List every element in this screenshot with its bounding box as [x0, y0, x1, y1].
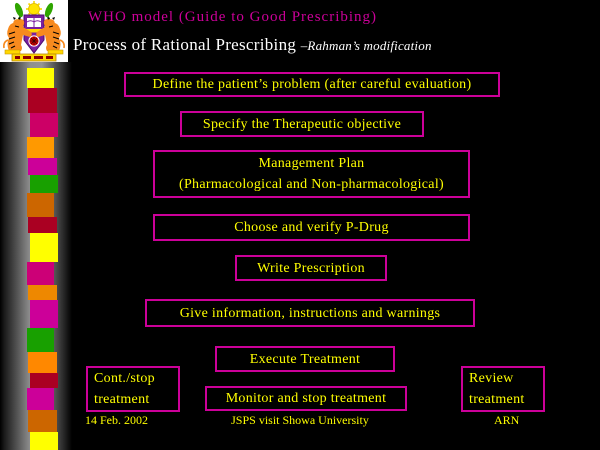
ribbon-block: [27, 328, 54, 352]
color-ribbon: [27, 68, 58, 450]
footer-venue: JSPS visit Showa University: [231, 413, 369, 427]
decorative-side-column: [0, 62, 72, 450]
ribbon-block: [30, 175, 58, 193]
outcome-box-cont-stop-treatment: Cont./stop treatment: [86, 366, 180, 412]
flow-step-write-prescription: Write Prescription: [235, 255, 387, 281]
ribbon-block: [30, 233, 58, 262]
ribbon-block: [28, 217, 57, 233]
ribbon-block: [30, 432, 58, 450]
flow-step-management-plan: Management Plan (Pharmacological and Non…: [153, 150, 470, 198]
ribbon-block: [28, 88, 57, 113]
flow-step-choose-pdrug: Choose and verify P-Drug: [153, 214, 470, 241]
subtitle-note: –Rahman’s modification: [300, 38, 432, 53]
slide-subtitle: Process of Rational Prescribing –Rahman’…: [73, 35, 432, 55]
outcome-box-review-treatment: Review treatment: [461, 366, 545, 412]
sun-icon: [26, 1, 42, 17]
slide-title: WHO model (Guide to Good Prescribing): [88, 9, 378, 25]
ribbon-block: [30, 373, 58, 388]
ribbon-block: [27, 137, 54, 158]
ribbon-block: [27, 262, 54, 285]
shield-icon: [23, 14, 45, 54]
ribbon-block: [28, 410, 57, 432]
ribbon-block: [30, 300, 58, 328]
footer-date: 14 Feb. 2002: [85, 413, 148, 427]
flow-step-specify-objective: Specify the Therapeutic objective: [180, 111, 424, 137]
ribbon-block: [27, 388, 54, 410]
ribbon-block: [30, 113, 58, 137]
flow-step-give-information: Give information, instructions and warni…: [145, 299, 475, 327]
ribbon-block: [28, 285, 57, 300]
footer-initials: ARN: [494, 413, 520, 427]
ribbon-block: [27, 68, 54, 88]
flow-step-define-problem: Define the patient’s problem (after care…: [124, 72, 500, 97]
subtitle-main: Process of Rational Prescribing: [73, 35, 301, 54]
banner-ribbon: [11, 53, 57, 62]
ribbon-block: [28, 352, 57, 373]
flow-step-execute-treatment: Execute Treatment: [215, 346, 395, 372]
university-crest-logo: [0, 0, 68, 62]
ribbon-block: [28, 158, 57, 175]
outcome-box-monitor-stop-treatment: Monitor and stop treatment: [205, 386, 407, 411]
ribbon-block: [27, 193, 54, 217]
